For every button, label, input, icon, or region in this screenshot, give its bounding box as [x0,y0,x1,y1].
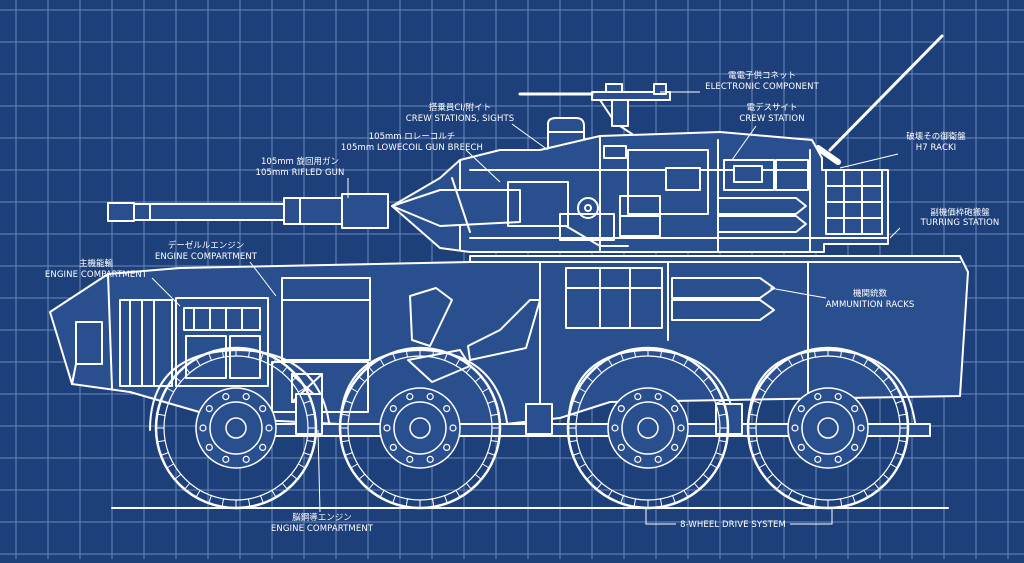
label-electronic-jp: 電電子供コネット [728,70,796,81]
road-wheels [154,346,910,510]
label-ammo-jp: 機関銃数 [853,288,888,299]
label-gun-en: 105mm RIFLED GUN [256,168,345,178]
label-ammo-en: AMMUNITION RACKS [826,300,915,310]
label-crew-sights-en: CREW STATIONS, SIGHTS [406,114,515,124]
label-engine-bottom-jp: 脳鋼導エンジン [292,512,352,523]
label-crew-sights-jp: 搭乗員CI/附イト [429,102,491,113]
hull [49,255,969,429]
label-crew-station-jp: 電デスサイト [746,102,797,113]
antenna [828,34,944,152]
wheel [154,346,318,510]
wheel [746,346,910,510]
label-turring-jp: 副機価枠砲搬盤 [930,207,990,218]
label-engine-bottom-en: ENGINE COMPARTMENT [271,524,374,534]
callout-leaders [151,91,901,525]
label-electronic-en: ELECTRONIC COMPONENT [705,82,819,92]
turret [391,131,889,253]
label-engine-upper-en: ENGINE COMPARTMENT [155,252,258,262]
label-engine-left-jp: 主機能輸 [79,258,114,269]
roof-machine-gun [518,83,671,135]
label-crew-station-en: CREW STATION [739,114,804,124]
label-drive-en: 8-WHEEL DRIVE SYSTEM [680,520,786,530]
main-gun [107,193,389,229]
wheel [566,346,730,510]
callout-labels: 105mm 旋回用ガン 105mm RIFLED GUN 105mm ロレーコル… [45,70,999,534]
label-h7-rack-jp: 破壊その御衛盤 [906,131,966,142]
label-breech-jp: 105mm ロレーコルチ [369,132,456,142]
label-breech-en: 105mm LOWECOIL GUN BREECH [341,143,483,153]
antenna-mount [815,145,841,165]
armored-vehicle [49,34,969,510]
label-h7-rack-en: H7 RACKI [916,143,957,153]
label-turring-en: TURRING STATION [920,218,1000,228]
label-engine-left-en: ENGINE COMPARTMENT [45,270,148,280]
wheel [338,346,502,510]
label-engine-upper-jp: デーゼルルエンジン [168,240,245,251]
label-gun-jp: 105mm 旋回用ガン [261,156,339,167]
